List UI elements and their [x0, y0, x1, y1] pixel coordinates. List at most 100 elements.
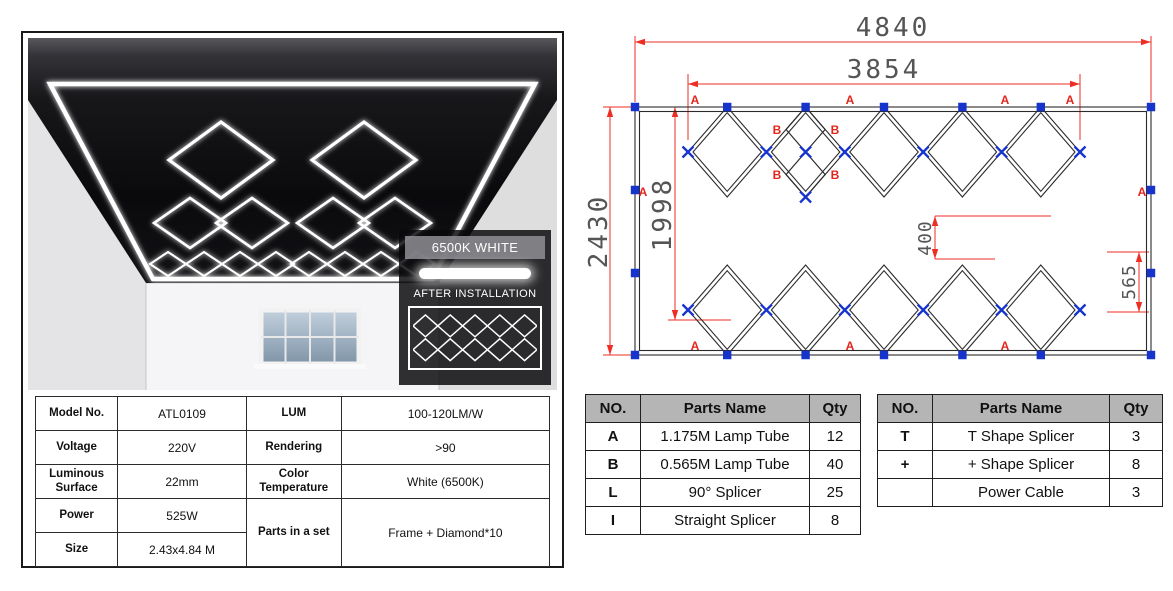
- spec-label: Rendering: [245, 430, 342, 465]
- part-qty: 40: [809, 450, 861, 479]
- product-panel: 6500K WHITE AFTER INSTALLATION: [21, 31, 564, 568]
- part-name: 1.175M Lamp Tube: [640, 422, 810, 451]
- parts-row: A 1.175M Lamp Tube 12: [585, 422, 861, 451]
- dimension-lines: [603, 36, 1152, 356]
- dim-inner-width: 3854: [847, 55, 922, 85]
- part-name: T Shape Splicer: [932, 422, 1110, 451]
- parts-row: L 90° Splicer 25: [585, 478, 861, 507]
- svg-text:A: A: [639, 185, 648, 199]
- col-header-no: NO.: [585, 394, 641, 423]
- diamond-pattern-preview: [408, 306, 542, 370]
- svg-text:B: B: [831, 123, 840, 137]
- part-name: Straight Splicer: [640, 506, 810, 535]
- spec-row: Voltage 220V Rendering >90: [34, 430, 551, 465]
- spec-label: Model No.: [34, 396, 119, 431]
- part-qty: 3: [1109, 422, 1163, 451]
- svg-text:B: B: [773, 123, 782, 137]
- part-name: Power Cable: [932, 478, 1110, 507]
- spec-row: Power 525W Parts in a set Frame + Diamon…: [34, 498, 551, 567]
- col-header-qty: Qty: [809, 394, 861, 423]
- spec-value: >90: [340, 430, 551, 465]
- spec-value: Frame + Diamond*10: [340, 498, 551, 567]
- led-tube-image: [419, 268, 531, 279]
- svg-text:A: A: [846, 339, 855, 353]
- parts-row: + + Shape Splicer 8: [877, 450, 1163, 479]
- frame-outline: [634, 106, 1152, 356]
- spec-label: Size: [34, 532, 119, 567]
- spec-value: 2.43x4.84 M: [117, 532, 247, 567]
- part-no: A: [585, 422, 641, 451]
- spec-label: Luminous Surface: [34, 464, 119, 499]
- parts-row: Power Cable 3: [877, 478, 1163, 507]
- spec-row: Luminous Surface 22mm Color Temperature …: [34, 464, 551, 499]
- square-connectors: [630, 102, 1156, 360]
- part-name: 90° Splicer: [640, 478, 810, 507]
- svg-text:A: A: [1001, 339, 1010, 353]
- part-no: +: [877, 450, 933, 479]
- part-qty: 8: [809, 506, 861, 535]
- color-temp-badge: 6500K WHITE: [405, 236, 545, 259]
- spec-label: Power: [34, 498, 119, 533]
- spec-row: Model No. ATL0109 LUM 100-120LM/W: [34, 396, 551, 431]
- col-header-qty: Qty: [1109, 394, 1163, 423]
- part-name: + Shape Splicer: [932, 450, 1110, 479]
- part-no: I: [585, 506, 641, 535]
- svg-text:B: B: [831, 168, 840, 182]
- x-splicer-marks: [681, 145, 1087, 317]
- svg-text:A: A: [846, 93, 855, 107]
- diamond-row-top: [687, 106, 1081, 198]
- spec-label: Voltage: [34, 430, 119, 465]
- svg-text:A: A: [691, 93, 700, 107]
- svg-text:A: A: [1138, 185, 1147, 199]
- spec-value: 220V: [117, 430, 247, 465]
- spec-label: LUM: [245, 396, 342, 431]
- small-diamond: [785, 106, 826, 153]
- part-no: L: [585, 478, 641, 507]
- svg-text:A: A: [1001, 93, 1010, 107]
- part-letter-labels: A A A A A A A A A B B B B: [639, 93, 1147, 353]
- parts-table-left: NO. Parts Name Qty A 1.175M Lamp Tube 12…: [585, 394, 861, 535]
- small-diamond: [785, 151, 826, 198]
- spec-value: 22mm: [117, 464, 247, 499]
- spec-label: Color Temperature: [245, 464, 342, 499]
- spec-value: White (6500K): [340, 464, 551, 499]
- spec-label: Parts in a set: [245, 498, 342, 567]
- svg-text:B: B: [773, 168, 782, 182]
- part-no: B: [585, 450, 641, 479]
- spec-row: Size 2.43x4.84 M: [34, 532, 550, 567]
- window: [254, 307, 366, 369]
- svg-text:A: A: [1066, 93, 1075, 107]
- dim-total-width: 4840: [856, 13, 931, 43]
- parts-row: I Straight Splicer 8: [585, 506, 861, 535]
- dark-ceiling: [28, 38, 557, 283]
- spec-value: ATL0109: [117, 396, 247, 431]
- parts-row: T T Shape Splicer 3: [877, 422, 1163, 451]
- spec-table: Model No. ATL0109 LUM 100-120LM/W Voltag…: [34, 396, 551, 567]
- part-qty: 3: [1109, 478, 1163, 507]
- diamond-row-bottom: [687, 264, 1081, 356]
- left-wall: [28, 100, 146, 390]
- parts-row: B 0.565M Lamp Tube 40: [585, 450, 861, 479]
- installation-diagram: 4840 3854 2430 1998 400 565: [584, 13, 1156, 360]
- part-no: [877, 478, 933, 507]
- part-qty: 12: [809, 422, 861, 451]
- part-no: T: [877, 422, 933, 451]
- spec-value: 525W: [117, 498, 247, 533]
- dim-row-gap: 400: [915, 220, 936, 256]
- col-header-name: Parts Name: [932, 394, 1110, 423]
- part-qty: 25: [809, 478, 861, 507]
- svg-text:A: A: [691, 339, 700, 353]
- dim-total-height: 2430: [584, 194, 614, 269]
- after-installation-label: AFTER INSTALLATION: [413, 288, 537, 300]
- dim-inner-height: 1998: [648, 177, 678, 252]
- col-header-no: NO.: [877, 394, 933, 423]
- diamond-pattern-icon: [413, 313, 537, 362]
- dim-diamond: 565: [1119, 264, 1140, 300]
- spec-value: 100-120LM/W: [340, 396, 551, 431]
- col-header-name: Parts Name: [640, 394, 810, 423]
- parts-table-right: NO. Parts Name Qty T T Shape Splicer 3 +…: [877, 394, 1163, 507]
- part-qty: 8: [1109, 450, 1163, 479]
- product-photo: 6500K WHITE AFTER INSTALLATION: [28, 38, 557, 390]
- parts-tables: NO. Parts Name Qty A 1.175M Lamp Tube 12…: [585, 394, 1163, 535]
